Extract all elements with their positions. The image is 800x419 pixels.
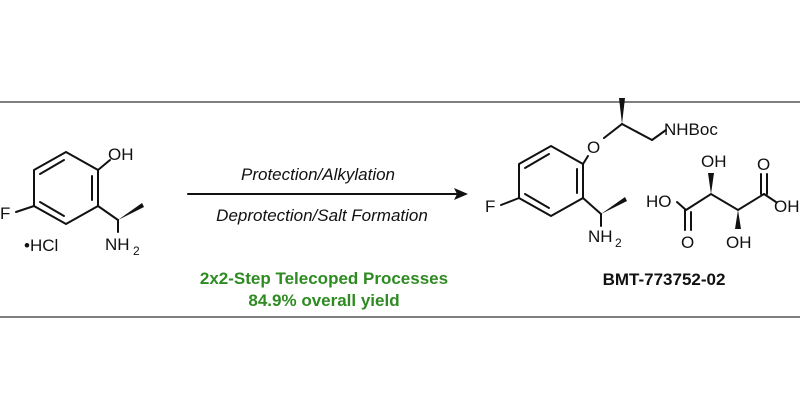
pr-ring-double-1 bbox=[524, 153, 550, 169]
pr-wedge-bond bbox=[601, 197, 627, 214]
pr-ether-bond-1 bbox=[582, 155, 589, 165]
reaction-arrow-head bbox=[454, 188, 468, 200]
starting-material-structure bbox=[15, 150, 144, 233]
pr-wedge-methyl bbox=[619, 98, 625, 124]
sm-ring-double-3 bbox=[39, 201, 65, 217]
summary-line-2: 84.9% overall yield bbox=[248, 291, 399, 310]
sm-amine-label: NH bbox=[105, 235, 130, 254]
sm-wedge-bond bbox=[118, 203, 144, 220]
condition-below: Deprotection/Salt Formation bbox=[216, 206, 428, 225]
sm-amine-subscript: 2 bbox=[133, 244, 140, 258]
pr-ether-bond-2 bbox=[603, 123, 623, 139]
sm-chain-bond bbox=[97, 205, 119, 221]
summary-line-1: 2x2-Step Telecoped Processes bbox=[200, 269, 448, 288]
pr-amine-subscript: 2 bbox=[615, 236, 622, 250]
ta-right-hydroxyl-label: OH bbox=[774, 197, 800, 216]
pr-nhboc-label: NHBoc bbox=[664, 120, 718, 139]
product-code: BMT-773752-02 bbox=[603, 270, 726, 289]
ta-left-carbonyl-o-label: O bbox=[681, 233, 694, 252]
ta-right-oh-bond bbox=[763, 193, 777, 203]
pr-nhboc-bond bbox=[651, 129, 667, 141]
ta-left-oh-bond bbox=[676, 201, 687, 211]
sm-fluorine-label: F bbox=[0, 204, 10, 223]
sm-f-bond bbox=[15, 205, 35, 213]
ta-backbone bbox=[685, 192, 765, 212]
ta-bottom-hydroxyl-label: OH bbox=[726, 233, 752, 252]
ta-right-carbonyl-o-label: O bbox=[757, 155, 770, 174]
pr-oxygen-label: O bbox=[587, 138, 600, 157]
pr-ring bbox=[518, 144, 584, 218]
pr-f-bond bbox=[500, 197, 520, 206]
sm-hcl-label: •HCl bbox=[24, 236, 58, 255]
condition-above: Protection/Alkylation bbox=[241, 165, 395, 184]
pr-ring-double-3 bbox=[524, 193, 550, 209]
ta-wedge-top bbox=[708, 173, 714, 194]
tartrate-structure bbox=[676, 173, 777, 231]
ta-top-hydroxyl-label: OH bbox=[701, 152, 727, 171]
sm-ring bbox=[33, 150, 99, 226]
ta-wedge-bottom bbox=[735, 210, 741, 229]
sm-ring-double-1 bbox=[39, 159, 65, 175]
pr-chain-bond bbox=[621, 123, 653, 141]
ta-left-hydroxyl-label: HO bbox=[646, 192, 672, 211]
product-structure bbox=[500, 98, 667, 227]
pr-amine-label: NH bbox=[588, 227, 613, 246]
sm-oh-bond bbox=[97, 159, 111, 171]
pr-fluorine-label: F bbox=[485, 197, 495, 216]
sm-hydroxyl-label: OH bbox=[108, 145, 134, 164]
pr-side-bond bbox=[582, 197, 602, 215]
